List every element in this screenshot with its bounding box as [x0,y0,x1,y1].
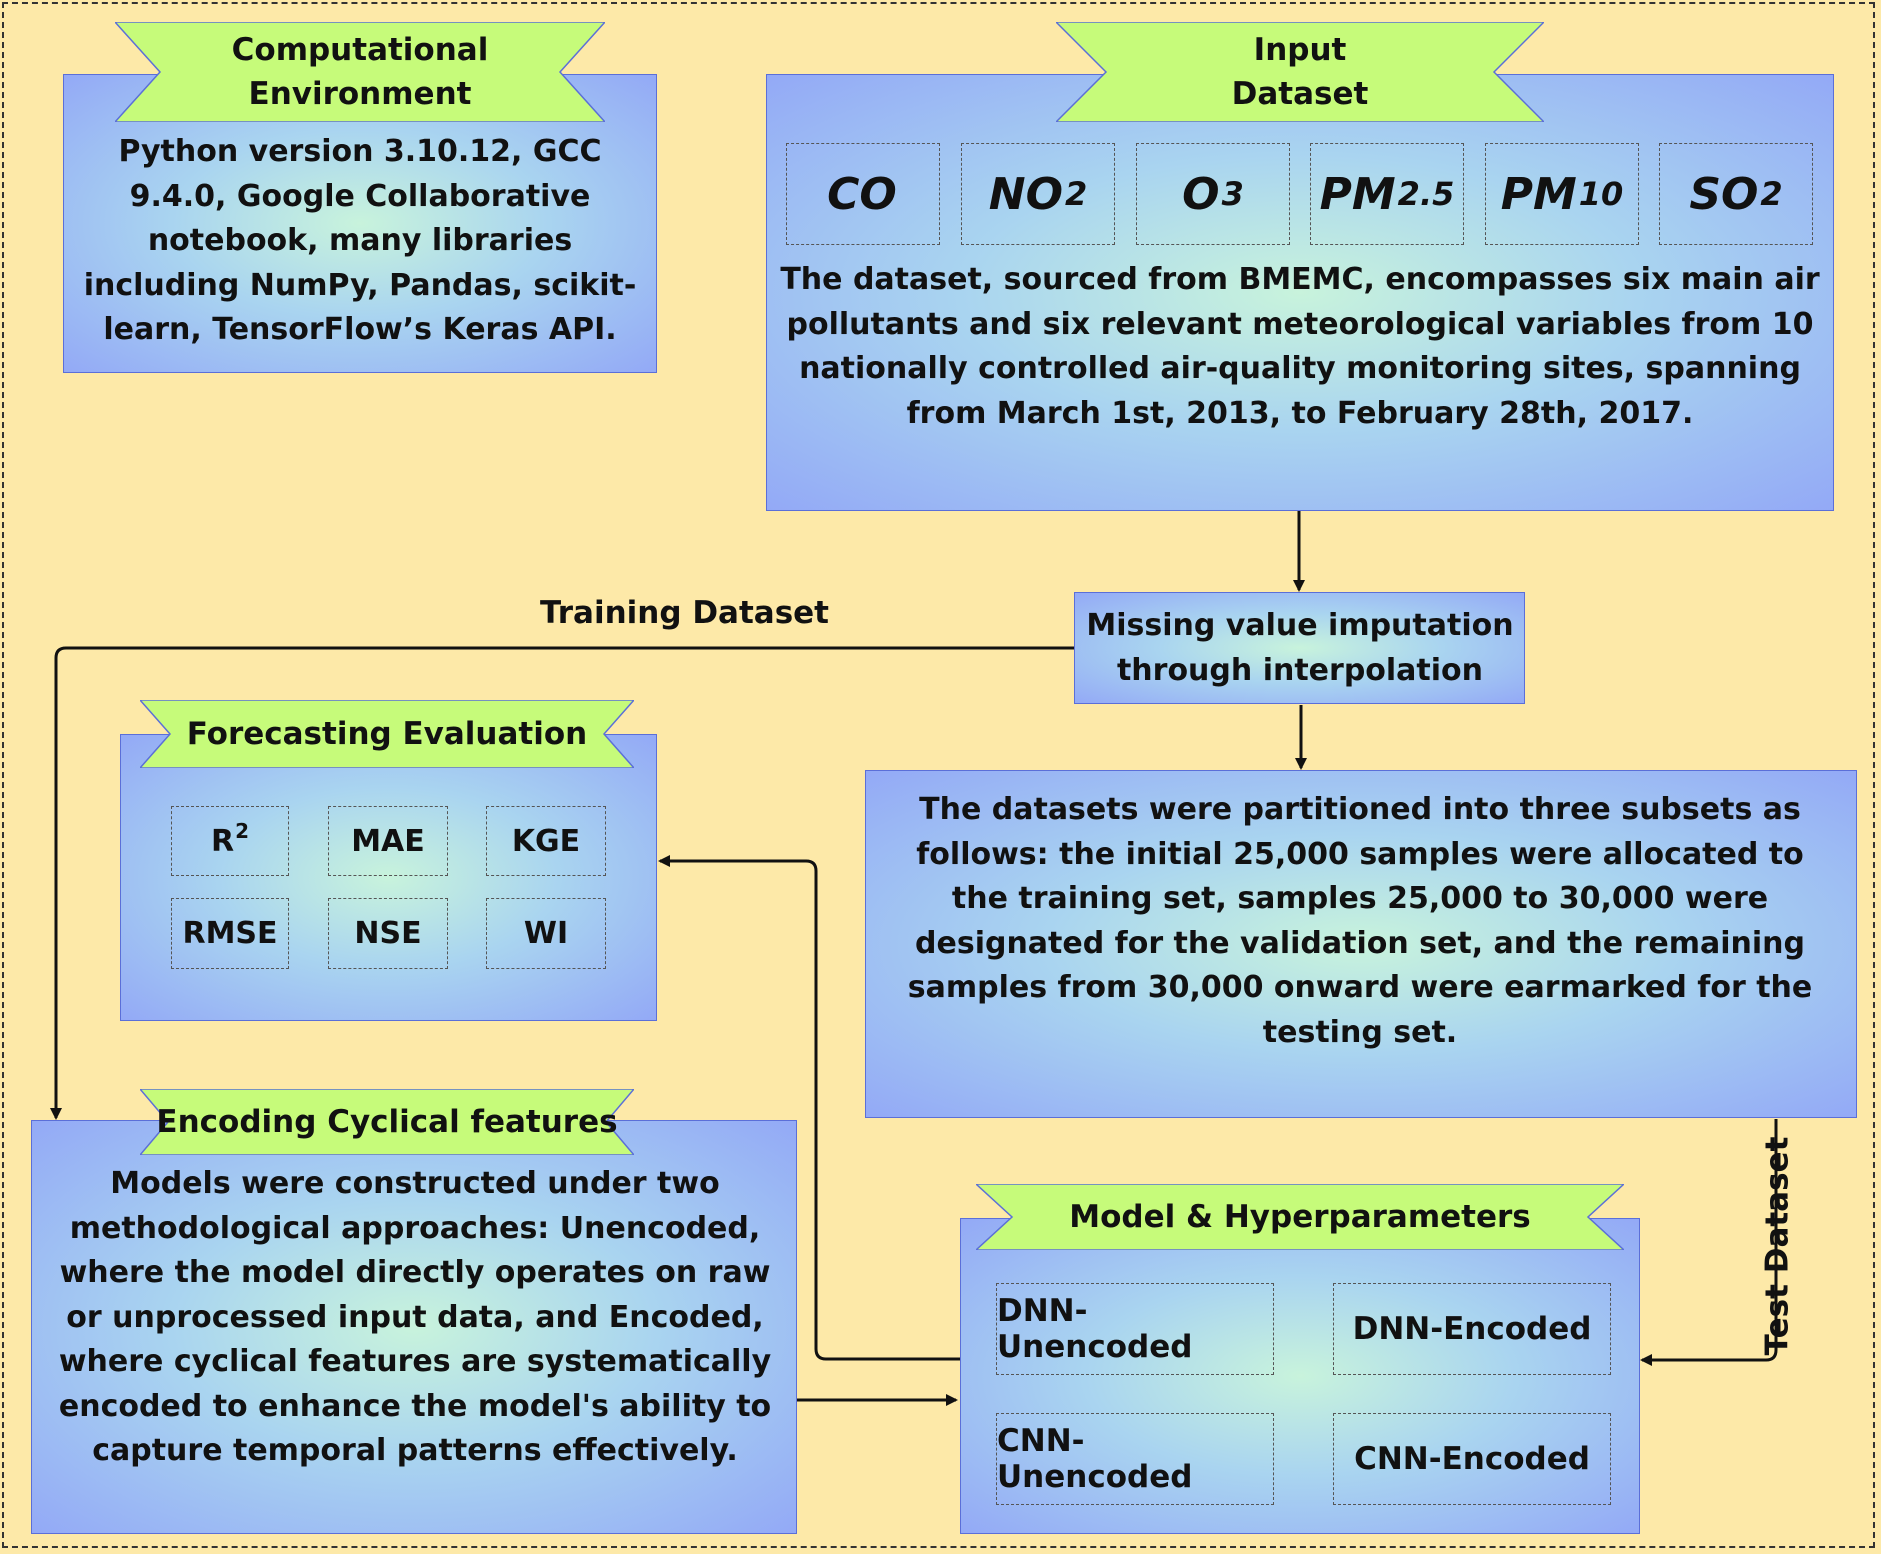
input-dataset-title: Input Dataset [1231,32,1369,112]
banner-ribbon-shape [140,700,634,768]
metric-wi: WI [486,898,606,969]
metric-mae: MAE [328,806,448,876]
partition-text: The datasets were partitioned into three… [907,792,1813,1050]
computational-environment-title: Computational Environment [231,32,489,112]
model-dnn-encoded: DNN-Encoded [1333,1283,1611,1375]
banner-ribbon-shape [1056,22,1544,122]
encoding-box [31,1120,797,1534]
arrow-training-dataset [50,646,1074,1120]
metric-rmse: RMSE [171,898,289,969]
pollutant-co: CO [786,143,940,245]
models-box [960,1218,1640,1534]
model-cnn-unencoded: CNN-Unencoded [996,1413,1274,1505]
encoding-banner: Encoding Cyclical features [140,1089,634,1155]
encoding-title: Encoding Cyclical features [156,1104,618,1140]
partition-box [865,770,1857,1118]
input-dataset-banner: Input Dataset [1056,22,1544,122]
training-dataset-label: Training Dataset [540,595,830,631]
banner-ribbon-shape [976,1184,1624,1250]
input-dataset-box [766,74,1834,511]
arrow-models-to-evaluation [658,855,960,1361]
encoding-text: Models were constructed under two method… [58,1166,772,1468]
banner-ribbon-shape [140,1089,634,1155]
computational-environment-banner: Computational Environment [115,22,605,122]
forecasting-evaluation-box [120,734,657,1021]
arrow-test-dataset [1640,1119,1778,1366]
input-dataset-text: The dataset, sourced from BMEMC, encompa… [780,262,1820,431]
computational-environment-box [63,74,657,373]
computational-environment-text: Python version 3.10.12, GCC 9.4.0, Googl… [83,134,637,347]
forecasting-evaluation-banner: Forecasting Evaluation [140,700,634,768]
test-dataset-label: Test Dataset [1759,1136,1796,1356]
metric-kge: KGE [486,806,606,876]
models-title: Model & Hyperparameters [1069,1199,1531,1235]
model-dnn-unencoded: DNN-Unencoded [996,1283,1274,1375]
model-cnn-encoded: CNN-Encoded [1333,1413,1611,1505]
imputation-text: Missing value imputation through interpo… [1086,608,1514,688]
imputation-box [1074,592,1525,704]
models-banner: Model & Hyperparameters [976,1184,1624,1250]
banner-ribbon-shape [115,22,605,122]
metric-nse: NSE [328,898,448,969]
forecasting-evaluation-title: Forecasting Evaluation [186,716,588,752]
